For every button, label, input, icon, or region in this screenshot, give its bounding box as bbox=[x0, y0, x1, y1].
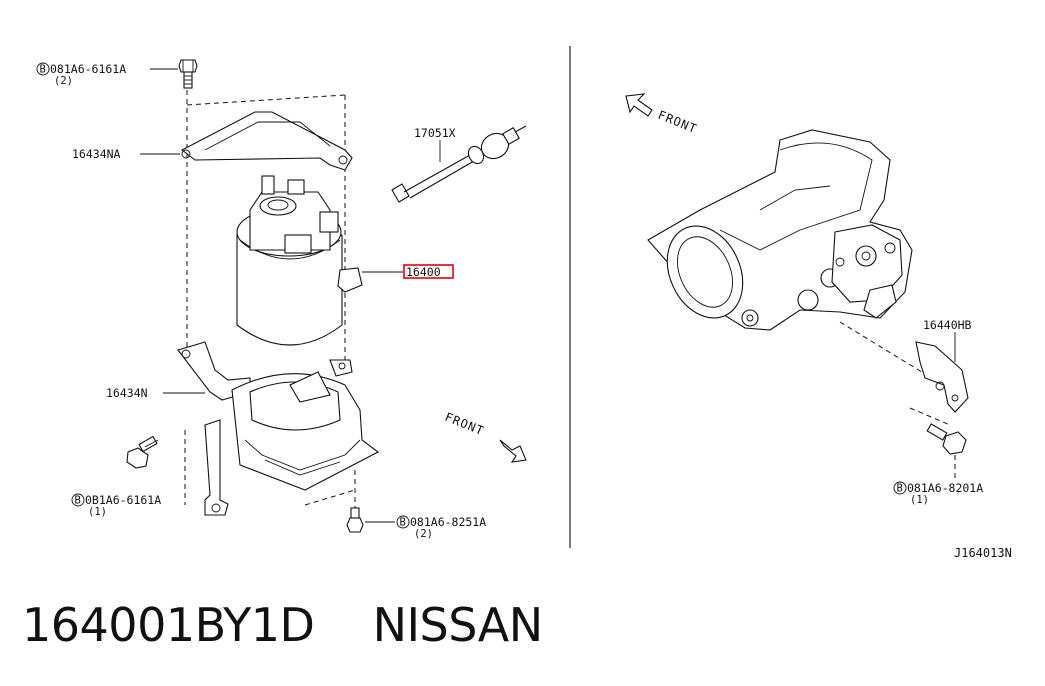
part-footer: 164001BY1D NISSAN bbox=[22, 598, 543, 658]
bolt-marker-icon bbox=[36, 62, 50, 76]
front-label-upper: FRONT bbox=[656, 108, 699, 136]
right-bracket-icon bbox=[915, 341, 969, 413]
callout-qty: (2) bbox=[54, 75, 73, 87]
bolt-top-icon bbox=[178, 59, 198, 89]
callout-code: 0B1A6-6161A bbox=[85, 493, 161, 507]
intake-assembly-icon bbox=[647, 129, 913, 331]
callout-lower-bracket: 16434N bbox=[106, 386, 148, 400]
callout-filter: 16400 bbox=[406, 265, 441, 279]
bolt-bottom-icon bbox=[346, 507, 364, 533]
brand-name: NISSAN bbox=[372, 598, 544, 652]
fuel-hose-icon bbox=[391, 125, 527, 203]
bolt-marker-icon bbox=[396, 515, 410, 529]
bolt-marker: B bbox=[40, 64, 46, 76]
parts-diagram: B 081A6-6161A (2) 16434NA 17051X 16400 1… bbox=[36, 46, 1012, 560]
callout-upper-bracket: 16434NA bbox=[72, 147, 121, 161]
bolt-left-icon bbox=[126, 435, 159, 469]
bolt-marker: B bbox=[75, 495, 81, 507]
callout-qty: (1) bbox=[88, 506, 107, 518]
fuel-filter-icon bbox=[236, 175, 363, 346]
callout-filter-highlight: 16400 bbox=[403, 264, 454, 279]
callout-qty: (1) bbox=[910, 494, 929, 506]
callout-bolt-left: B 0B1A6-6161A (1) bbox=[71, 493, 161, 518]
callout-code: 081A6-8201A bbox=[907, 481, 983, 495]
part-number: 164001BY1D bbox=[22, 598, 315, 652]
callout-qty: (2) bbox=[414, 528, 433, 540]
callout-hose: 17051X bbox=[414, 126, 456, 140]
upper-bracket-icon bbox=[180, 111, 353, 171]
front-label-lower: FRONT bbox=[443, 410, 486, 438]
callout-bolt-top: B 081A6-6161A (2) bbox=[36, 62, 126, 87]
lower-bracket-icon bbox=[177, 341, 251, 516]
bolt-marker-icon bbox=[71, 493, 85, 507]
filter-cradle-icon bbox=[231, 359, 380, 491]
diagram-code: J164013N bbox=[954, 546, 1012, 560]
callout-code: 081A6-6161A bbox=[50, 62, 126, 76]
front-arrow-lower-icon bbox=[499, 439, 527, 463]
bolt-marker: B bbox=[897, 483, 903, 495]
filter-highlight-box bbox=[403, 264, 454, 279]
callout-right-bracket: 16440HB bbox=[923, 318, 972, 332]
callout-code: 081A6-8251A bbox=[410, 515, 486, 529]
front-arrow-upper-icon bbox=[625, 93, 653, 117]
callout-bolt-bottom: B 081A6-8251A (2) bbox=[396, 515, 486, 540]
callout-bolt-right: B 081A6-8201A (1) bbox=[893, 481, 983, 506]
bolt-right-icon bbox=[926, 423, 967, 455]
bolt-marker: B bbox=[400, 517, 406, 529]
bolt-marker-icon bbox=[893, 481, 907, 495]
